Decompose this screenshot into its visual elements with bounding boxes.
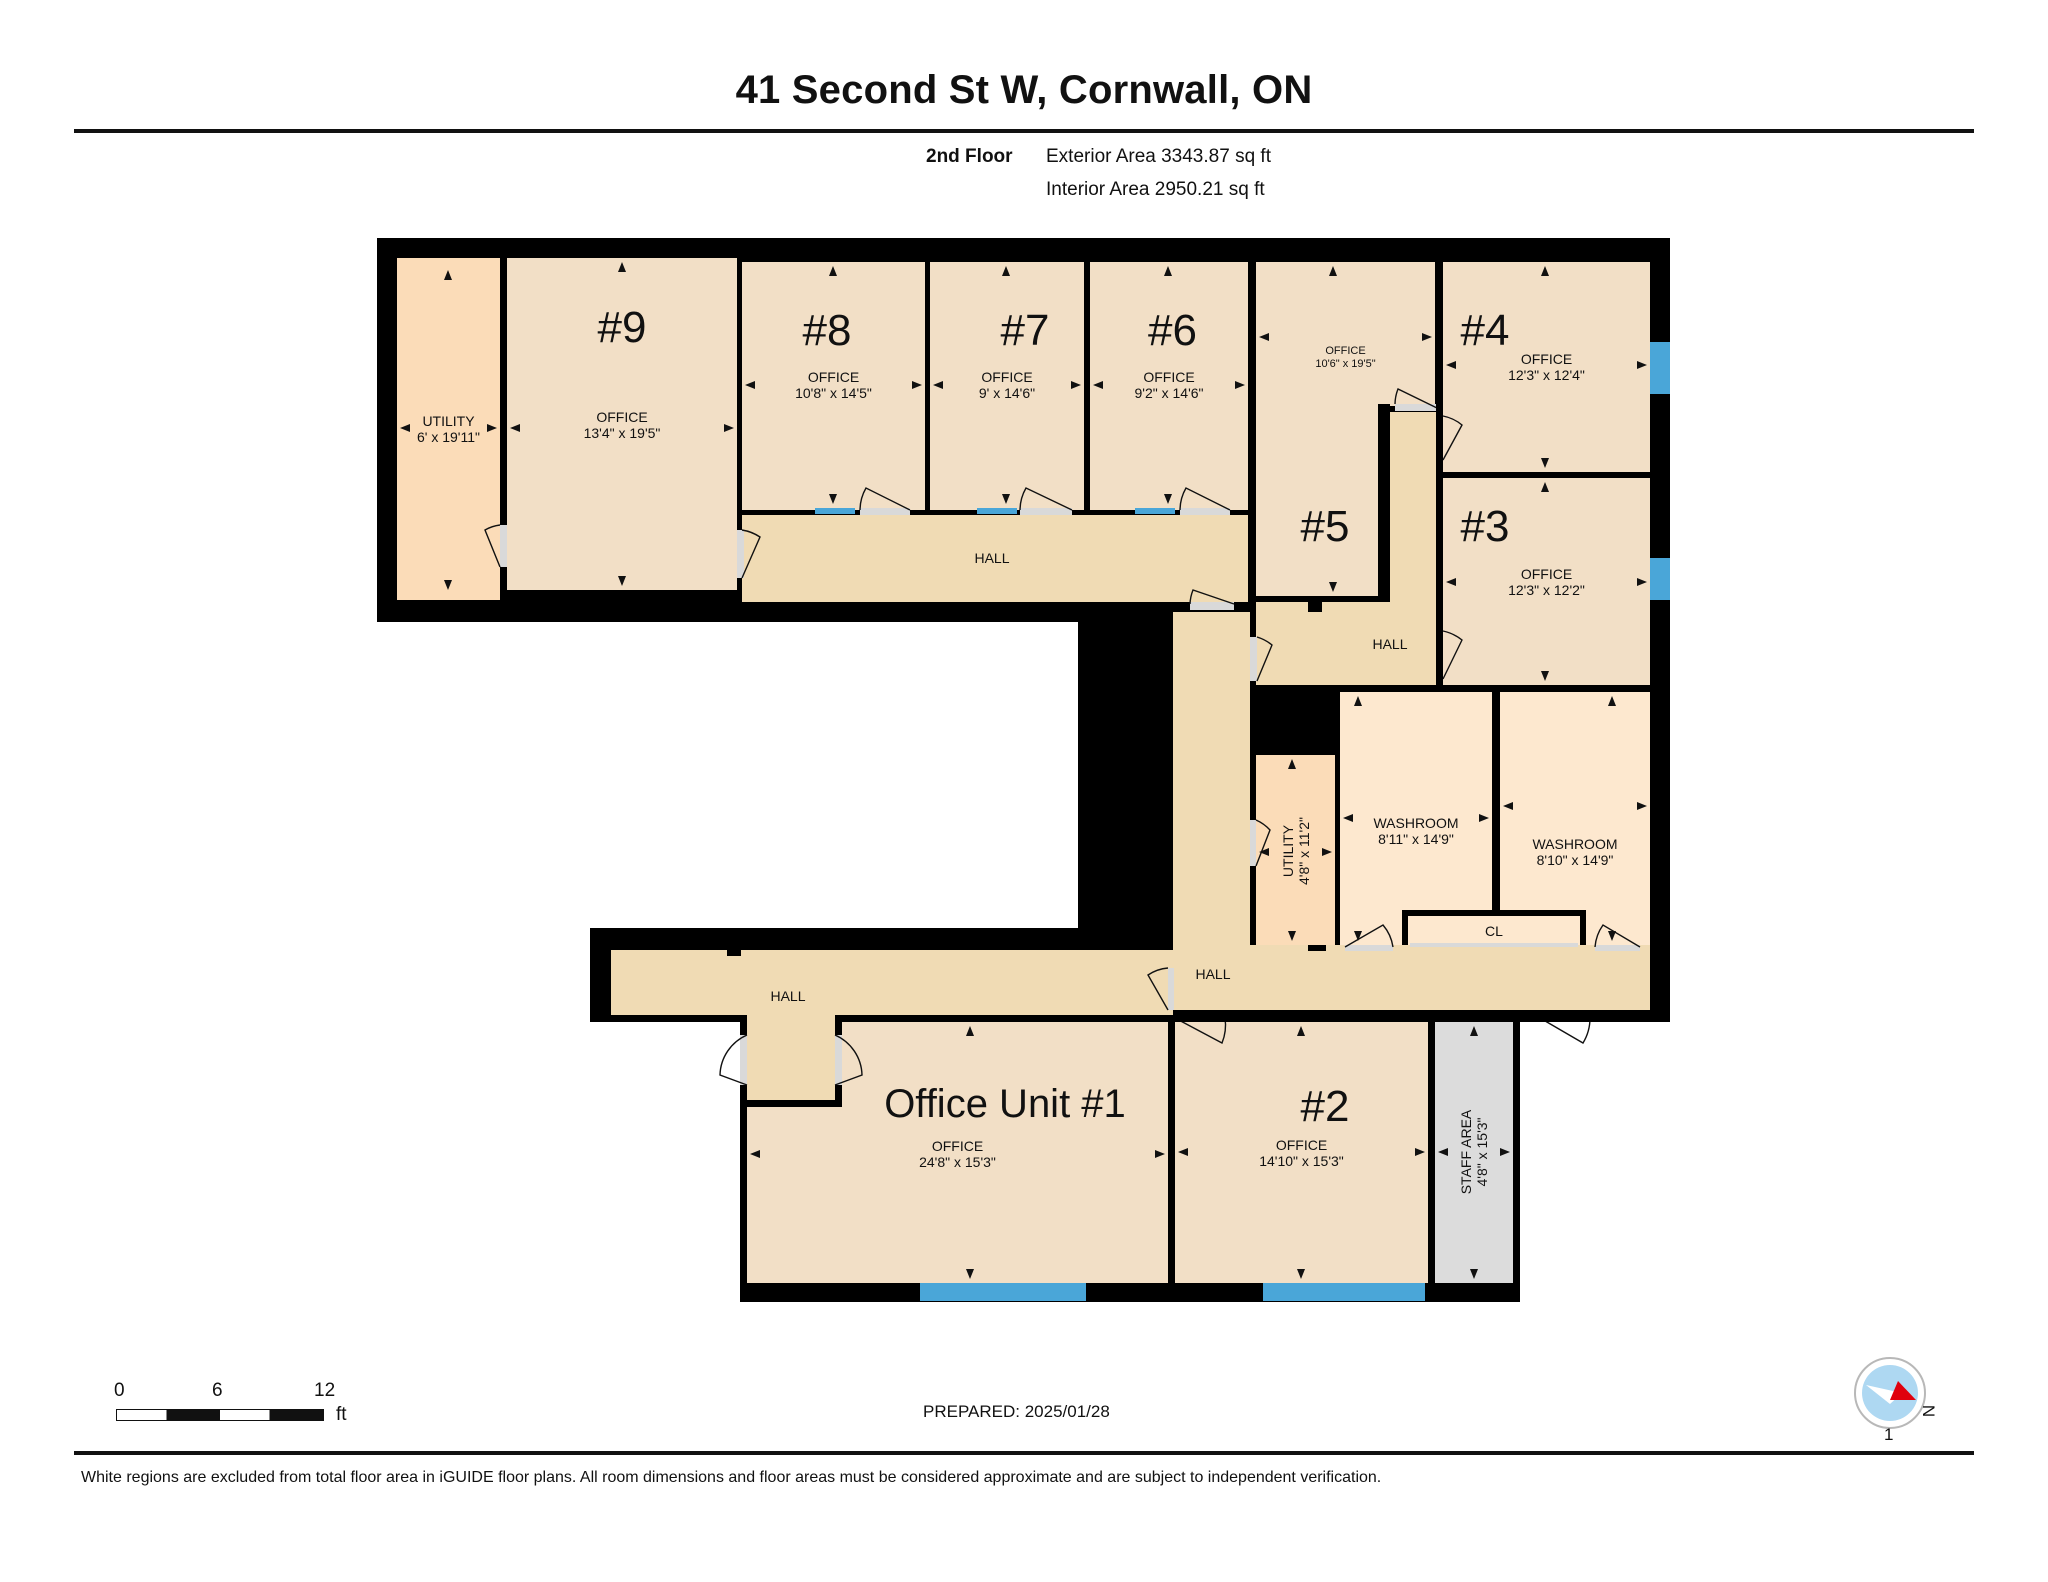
room-office-6: OFFICE 9'2" x 14'6" [1090,369,1248,401]
room-washroom-2: WASHROOM 8'10" x 14'9" [1500,836,1650,868]
prepared-date: PREPARED: 2025/01/28 [923,1402,1110,1421]
room-dims: 8'11" x 14'9" [1378,831,1454,847]
room-utility-west: UTILITY 6' x 19'11" [397,413,500,445]
room-type: OFFICE [596,409,648,425]
interior-area: Interior Area 2950.21 sq ft [1046,179,1265,200]
room-number-5: #5 [1300,502,1350,551]
floor-label: 2nd Floor [926,146,1013,167]
footer-divider [74,1451,1974,1455]
room-number-8: #8 [802,306,852,355]
scale-bar: 0 6 12 ft [110,1380,370,1430]
room-number-2: #2 [1300,1082,1350,1131]
room-type: STAFF AREA [1458,1109,1474,1195]
room-type: WASHROOM [1373,815,1459,831]
compass: N 1 [1852,1357,1938,1447]
room-type: OFFICE [1520,351,1573,367]
scale-unit: ft [336,1404,347,1425]
room-office-7: OFFICE 9' x 14'6" [930,369,1084,401]
hall-upper-label: HALL [974,550,1010,566]
compass-north-label: N [1919,1404,1939,1418]
room-number-7: #7 [1000,306,1050,355]
compass-icon [1854,1357,1926,1429]
room-office-5: OFFICE 10'6" x 19'5" [1256,345,1435,371]
room-number-6: #6 [1148,306,1197,355]
room-staff-area: STAFF AREA 4'8" x 15'3" [1458,1072,1490,1232]
room-number-unit-1: Office Unit #1 [884,1082,1126,1126]
dimension-arrows [400,262,1647,1279]
room-type: OFFICE [931,1138,984,1154]
scale-tick-12: 12 [314,1380,336,1401]
scale-tick-0: 0 [114,1380,125,1401]
room-type: OFFICE [807,369,860,385]
room-office-2: OFFICE 14'10" x 15'3" [1175,1137,1428,1169]
room-utility-center: UTILITY 4'8" x 11'2" [1280,771,1312,931]
room-fills [397,258,1670,1283]
room-dims: 12'3" x 12'2" [1508,582,1585,598]
hall-center-label: HALL [1195,966,1231,982]
room-dims: 9'2" x 14'6" [1134,385,1204,401]
hall-east-label: HALL [1372,636,1408,652]
windows [815,302,1670,1301]
room-type: OFFICE [1520,566,1573,582]
room-dims: 8'10" x 14'9" [1536,852,1614,868]
room-type: OFFICE [1325,345,1366,357]
room-dims: 9' x 14'6" [978,385,1036,401]
room-office-unit-1: OFFICE 24'8" x 15'3" [747,1138,1168,1170]
scale-bar-graphic [116,1409,324,1421]
room-type: OFFICE [1143,369,1195,385]
room-number-3: #3 [1460,502,1510,551]
room-office-8: OFFICE 10'8" x 14'5" [742,369,925,401]
room-type: WASHROOM [1532,836,1618,852]
exterior-area: Exterior Area 3343.87 sq ft [1046,146,1271,167]
room-type: UTILITY [422,413,475,429]
interior-walls [611,262,1670,1283]
room-office-3: OFFICE 12'3" x 12'2" [1443,566,1650,598]
room-dims: 10'6" x 19'5" [1315,358,1376,370]
room-washroom-1: WASHROOM 8'11" x 14'9" [1340,815,1492,847]
room-type: OFFICE [981,369,1033,385]
room-type: UTILITY [1280,824,1296,878]
room-office-9: OFFICE 13'4" x 19'5" [507,409,737,441]
room-dims: 24'8" x 15'3" [919,1154,996,1170]
room-dims: 6' x 19'11" [417,429,480,445]
room-dims: 13'4" x 19'5" [583,425,661,441]
room-dims: 14'10" x 15'3" [1259,1153,1344,1169]
hall-lower-west-label: HALL [770,988,806,1004]
room-dims: 4'8" x 15'3" [1474,1117,1490,1187]
room-dims: 4'8" x 11'2" [1296,817,1312,885]
room-number-4: #4 [1460,306,1510,355]
page-title: 41 Second St W, Cornwall, ON [735,68,1313,112]
room-closet: CL [1485,923,1503,939]
room-number-9: #9 [597,303,647,352]
scale-tick-6: 6 [212,1380,223,1401]
disclaimer: White regions are excluded from total fl… [81,1469,1382,1486]
room-type: OFFICE [1275,1137,1328,1153]
room-dims: 10'8" x 14'5" [795,385,872,401]
room-dims: 12'3" x 12'4" [1508,367,1585,383]
floor-index: 1 [1884,1425,1894,1444]
room-office-4: OFFICE 12'3" x 12'4" [1443,351,1650,383]
header-divider [74,129,1974,133]
